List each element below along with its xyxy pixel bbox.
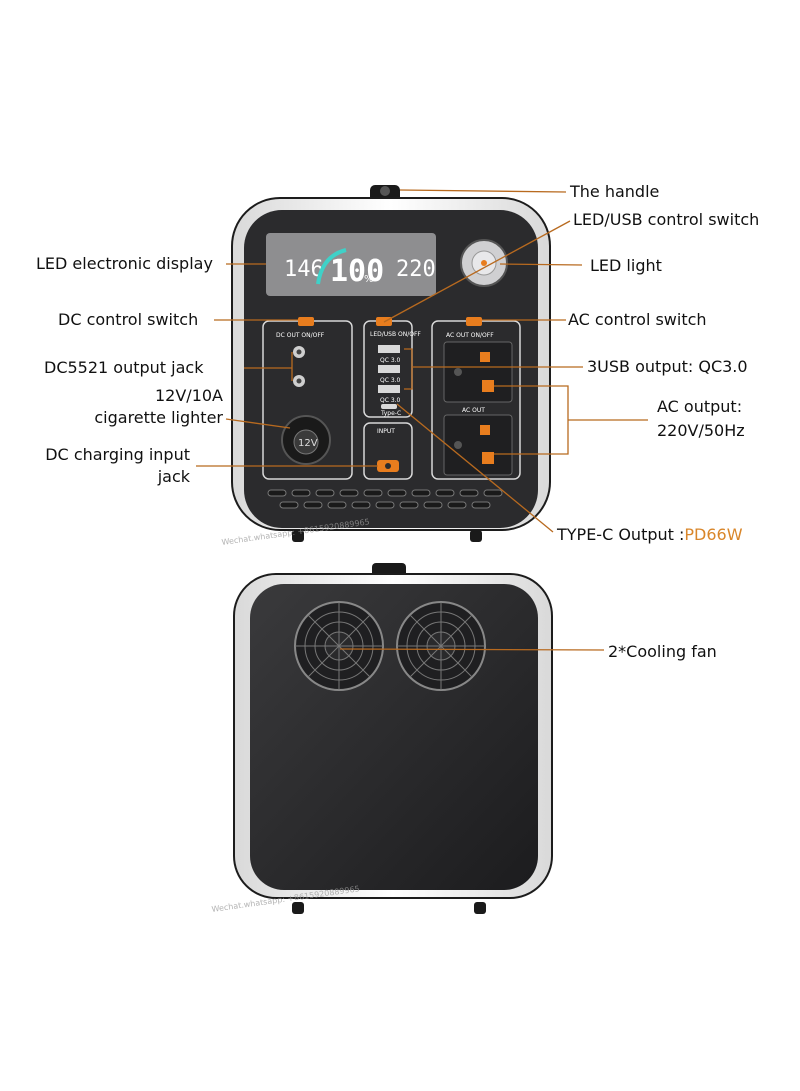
back-body: [250, 584, 538, 890]
usb-port-1: [378, 345, 400, 353]
label-lighter-line1: 12V/10A: [155, 386, 223, 405]
display-left-value: 146: [284, 257, 324, 282]
input-label: INPUT: [377, 428, 395, 435]
label-led-light: LED light: [590, 256, 662, 275]
leader-lines: [196, 189, 648, 651]
leader-typec: [396, 403, 554, 533]
usb-port-2: [378, 365, 400, 373]
ac-socket-1: [443, 341, 513, 403]
label-handle: The handle: [570, 182, 660, 201]
label-typec-value: PD66W: [684, 525, 743, 544]
leader-handle: [399, 189, 567, 193]
label-ac-switch: AC control switch: [568, 310, 707, 329]
ac-panel-title: AC OUT ON/OFF: [446, 332, 494, 339]
back-view: Wechat.whatsapp: +8615920889965: [211, 563, 553, 914]
lighter-text: 12V: [298, 438, 318, 449]
label-dc-switch: DC control switch: [58, 310, 199, 329]
front-view: 146 100 % 220 DC OUT ON/OFF 12V LED/USB …: [221, 185, 551, 547]
label-ac-output-line2: 220V/50Hz: [657, 421, 745, 440]
leader-led-usb-switch: [383, 220, 571, 323]
leader-cooling-fan: [339, 648, 605, 651]
label-led-usb-switch: LED/USB control switch: [573, 210, 760, 229]
leader-usb-bracket: [404, 348, 413, 390]
ac-switch[interactable]: [466, 317, 482, 326]
display-center-value: 100: [330, 254, 384, 289]
usb-port-2-label: QC 3.0: [380, 377, 401, 384]
vent-slots: [267, 489, 503, 509]
label-dc-input-line1: DC charging input: [45, 445, 190, 464]
display-percent: %: [364, 274, 374, 285]
ac-socket-2: [443, 414, 513, 476]
usb-panel-title: LED/USB ON/OFF: [370, 331, 421, 338]
front-foot-right: [470, 530, 482, 542]
label-led-display: LED electronic display: [36, 254, 213, 273]
label-usb-output: 3USB output: QC3.0: [587, 357, 748, 376]
typec-port: [381, 404, 397, 409]
display-arc: [316, 248, 347, 285]
cooling-fan-left: [294, 601, 384, 691]
input-panel: [363, 422, 413, 480]
back-foot-right: [474, 902, 486, 914]
label-dc-input-line2: jack: [157, 467, 190, 486]
usb-port-3: [378, 385, 400, 393]
label-dc5521: DC5521 output jack: [44, 358, 204, 377]
dc-panel-title: DC OUT ON/OFF: [276, 332, 325, 339]
back-foot-left: [292, 902, 304, 914]
lcd-display: [266, 233, 436, 296]
ac-out-label: AC OUT: [462, 407, 485, 414]
cooling-fan-right: [396, 601, 486, 691]
usb-port-1-label: QC 3.0: [380, 357, 401, 364]
label-typec: TYPE-C Output :PD66W: [557, 524, 743, 546]
display-right-value: 220: [396, 257, 436, 282]
label-cooling-fan: 2*Cooling fan: [608, 642, 717, 661]
typec-port-label: Type-C: [380, 410, 401, 417]
leader-led-light: [499, 263, 583, 266]
label-ac-output-line1: AC output:: [657, 397, 743, 416]
label-lighter-line2: cigarette lighter: [94, 408, 223, 427]
front-foot-left: [292, 530, 304, 542]
usb-port-3-label: QC 3.0: [380, 397, 401, 404]
label-typec-prefix: TYPE-C Output :: [557, 525, 685, 544]
leader-lighter: [225, 418, 291, 429]
dc-switch[interactable]: [298, 317, 314, 326]
